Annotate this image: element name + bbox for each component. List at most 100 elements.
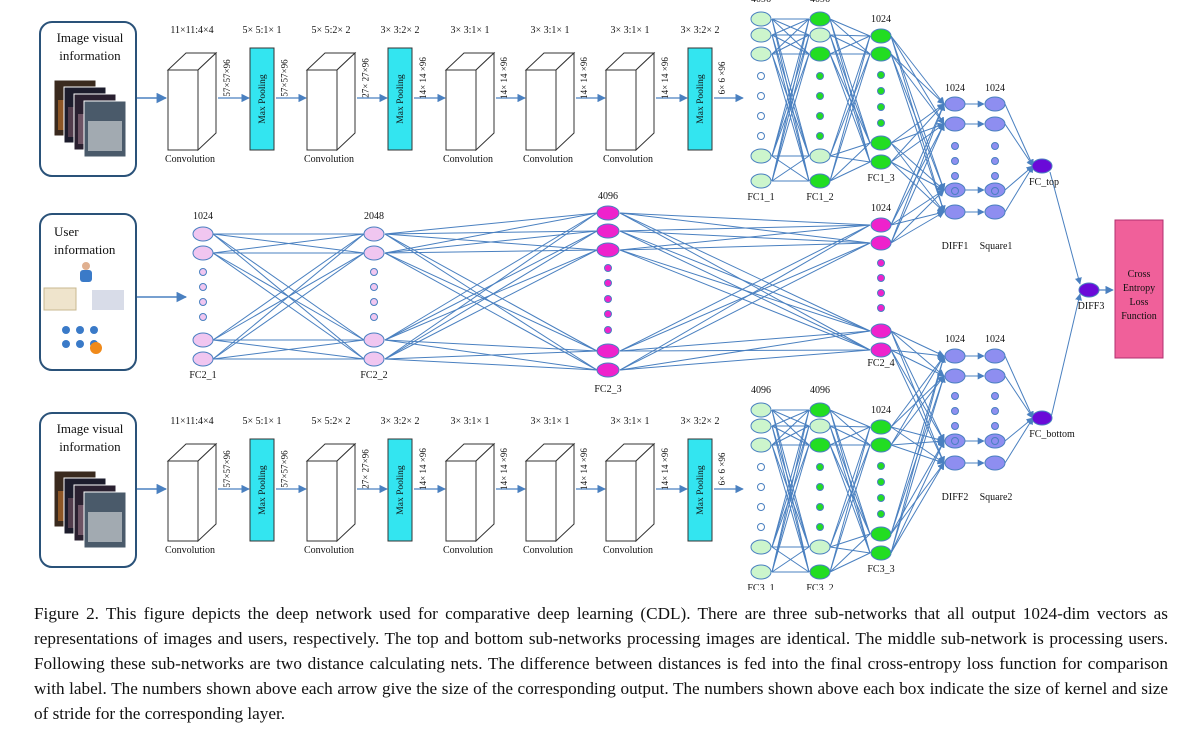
bottom-square-label: Square2 xyxy=(980,492,1013,503)
top-square-node xyxy=(984,204,1006,220)
user-fc-edge xyxy=(384,230,598,360)
top-distance-edge xyxy=(890,103,945,226)
user-fc-edge xyxy=(384,212,598,341)
top-branch-photo-detail xyxy=(88,121,122,151)
bottom-branch-fc-edge xyxy=(771,546,810,573)
bottom-branch-max-pooling-box xyxy=(687,438,713,542)
top-distance-edge xyxy=(890,189,945,244)
bottom-branch-fc-node xyxy=(750,402,772,418)
top-branch-fc-edge xyxy=(771,34,810,182)
bottom-distance-edge xyxy=(890,349,945,359)
top-branch-fc-node xyxy=(809,46,831,62)
user-fc-ellipsis-dot xyxy=(877,259,885,267)
user-fc-ellipsis-dot xyxy=(877,289,885,297)
top-branch-fc-node xyxy=(750,148,772,164)
top-branch-fc-ellipsis-dot xyxy=(816,132,824,140)
top-branch-fc-label: FC1_3 xyxy=(867,173,894,184)
bottom-branch-kernel-size: 3× 3:2× 2 xyxy=(680,416,719,427)
user-fc-ellipsis-dot xyxy=(370,298,378,306)
top-branch-conv-box-front xyxy=(445,69,477,151)
certificate-icon xyxy=(43,287,77,311)
user-fc-edge xyxy=(619,224,871,251)
top-branch-max-pooling-box xyxy=(249,47,275,151)
user-fc-ellipsis-dot xyxy=(604,310,612,318)
bottom-square-ellipsis-dot xyxy=(991,437,999,445)
bottom-distance-edge xyxy=(890,330,945,442)
top-branch-output-size: 14× 14 ×96 xyxy=(660,57,670,99)
bottom-distance-edge xyxy=(890,355,946,535)
user-fc-node xyxy=(192,245,214,261)
bottom-branch-fc-edge xyxy=(771,409,810,573)
bottom-branch-fc-edge xyxy=(771,425,810,446)
top-branch-kernel-size: 3× 3:1× 1 xyxy=(610,25,649,36)
bottom-distance-edge xyxy=(890,462,945,554)
top-distance-edge xyxy=(890,123,945,244)
bottom-distance-count: 1024 xyxy=(945,334,965,345)
bottom-branch-source-title-line2: information xyxy=(59,439,121,454)
user-fc-ellipsis-dot xyxy=(877,304,885,312)
cdl-network-diagram: Image visualinformationConvolution11×11:… xyxy=(39,0,1164,590)
user-fc-node xyxy=(596,205,620,221)
bottom-branch-fc-node xyxy=(870,437,892,453)
user-fc-count: 1024 xyxy=(871,203,891,214)
bottom-branch-max-pooling-box xyxy=(387,438,413,542)
top-sum-edge xyxy=(1004,123,1034,167)
user-fc-node xyxy=(363,226,385,242)
fc-bottom-to-diff3-edge xyxy=(1049,293,1082,423)
top-branch-output-size: 6× 6 ×96 xyxy=(717,61,727,94)
user-fc-edge xyxy=(212,233,365,360)
user-fc-edge xyxy=(384,212,598,360)
bottom-distance-edge xyxy=(890,330,945,357)
bottom-distance-edge xyxy=(890,440,945,554)
bottom-branch-fc-ellipsis-dot xyxy=(757,523,765,531)
top-square-ellipsis-dot xyxy=(991,172,999,180)
top-distance-edge xyxy=(890,53,945,191)
bottom-square-ellipsis-dot xyxy=(991,422,999,430)
top-branch-fc-node xyxy=(750,27,772,43)
user-fc-node xyxy=(596,242,620,258)
network-people-icon xyxy=(62,340,70,348)
user-fc-label: FC2_3 xyxy=(594,384,621,395)
bottom-branch-fc-node xyxy=(750,418,772,434)
bottom-branch-fc-edge xyxy=(829,409,871,428)
top-branch-layer-label-convolution: Convolution xyxy=(443,154,493,165)
bottom-diff-node xyxy=(944,455,966,471)
bottom-branch-fc-edge xyxy=(771,409,810,446)
top-branch-kernel-size: 3× 3:2× 2 xyxy=(680,25,719,36)
top-square-ellipsis-dot xyxy=(991,157,999,165)
top-distance-edge xyxy=(890,161,945,213)
bottom-diff-ellipsis-dot xyxy=(951,407,959,415)
top-branch-fc-edge xyxy=(771,34,810,157)
bottom-branch-output-size: 14× 14 ×96 xyxy=(579,448,589,490)
bottom-branch-kernel-size: 3× 3:1× 1 xyxy=(610,416,649,427)
bottom-branch-fc-node xyxy=(870,419,892,435)
top-distance-count: 1024 xyxy=(945,83,965,94)
top-branch-conv-box-front xyxy=(525,69,557,151)
bottom-branch-fc-edge xyxy=(829,409,871,554)
bottom-branch-fc-node xyxy=(809,437,831,453)
user-fc-edge xyxy=(619,330,871,371)
top-branch-layer-label-max-pooling: Max Pooling xyxy=(396,74,406,124)
bottom-branch-kernel-size: 11×11:4×4 xyxy=(170,416,213,427)
top-distance-edge xyxy=(890,161,945,191)
bottom-branch-output-size: 14× 14 ×96 xyxy=(499,448,509,490)
top-branch-fc-edge xyxy=(771,53,810,157)
user-fc-edge xyxy=(384,212,598,254)
diff3-label: DIFF3 xyxy=(1078,301,1105,312)
fc-top-to-diff3-edge xyxy=(1049,171,1082,285)
bottom-branch-fc-edge xyxy=(829,426,871,548)
user-fc-node xyxy=(192,351,214,367)
top-branch-fc-edge xyxy=(771,53,810,182)
bottom-distance-count: 1024 xyxy=(985,334,1005,345)
user-fc-label: FC2_2 xyxy=(360,370,387,381)
bottom-branch-photo-detail xyxy=(88,512,122,542)
user-fc-ellipsis-dot xyxy=(370,268,378,276)
bottom-branch-fc-ellipsis-dot xyxy=(877,478,885,486)
bottom-branch-layer-label-max-pooling: Max Pooling xyxy=(258,465,268,515)
user-fc-edge xyxy=(619,249,871,351)
top-branch-conv-box-side xyxy=(336,51,356,152)
top-branch-output-size: 27× 27×96 xyxy=(361,58,371,98)
top-branch-fc-ellipsis-dot xyxy=(877,71,885,79)
bottom-branch-fc-count: 4096 xyxy=(751,385,771,396)
loss-label-line: Function xyxy=(1121,311,1157,322)
